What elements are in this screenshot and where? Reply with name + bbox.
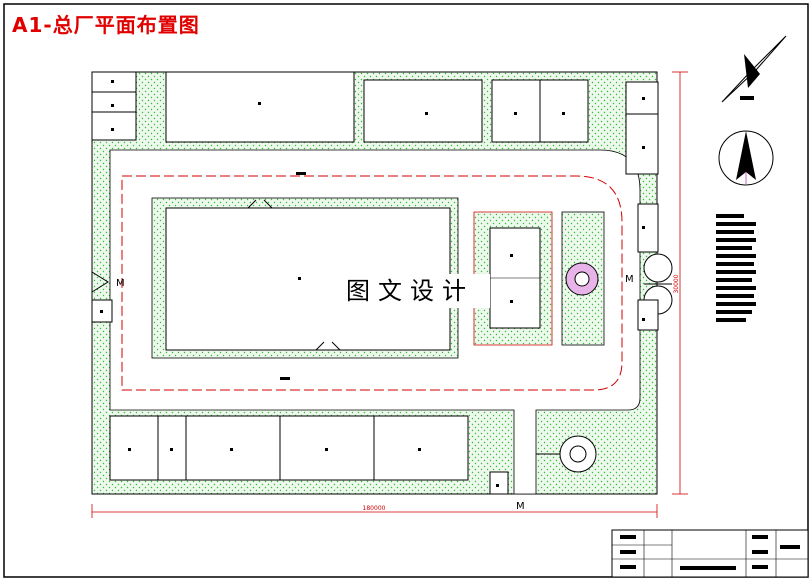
building-top-large	[165, 71, 355, 143]
width-dimension-label: 180000	[363, 505, 386, 512]
dimension-lines	[91, 71, 688, 518]
watermark-text: 图文设计	[330, 274, 490, 308]
east-gate	[637, 203, 673, 331]
gate-label-east: M	[625, 274, 634, 285]
title-block	[611, 529, 809, 578]
gate-label-south: M	[516, 501, 525, 512]
top-buildings	[91, 71, 659, 175]
north-arrow-icon	[718, 130, 774, 186]
wind-rose-icon	[721, 35, 787, 103]
building-top-middle	[363, 79, 483, 143]
office-building	[489, 227, 541, 329]
drawing-title: A1-总厂平面布置图	[12, 13, 200, 37]
fountain	[565, 262, 599, 296]
building-markers	[100, 80, 645, 487]
notes-block	[716, 214, 756, 322]
garden-roundabout	[536, 435, 597, 473]
sheet-border	[3, 3, 809, 578]
gate-label-west: M	[116, 278, 125, 289]
height-dimension-label: 30000	[673, 274, 680, 293]
